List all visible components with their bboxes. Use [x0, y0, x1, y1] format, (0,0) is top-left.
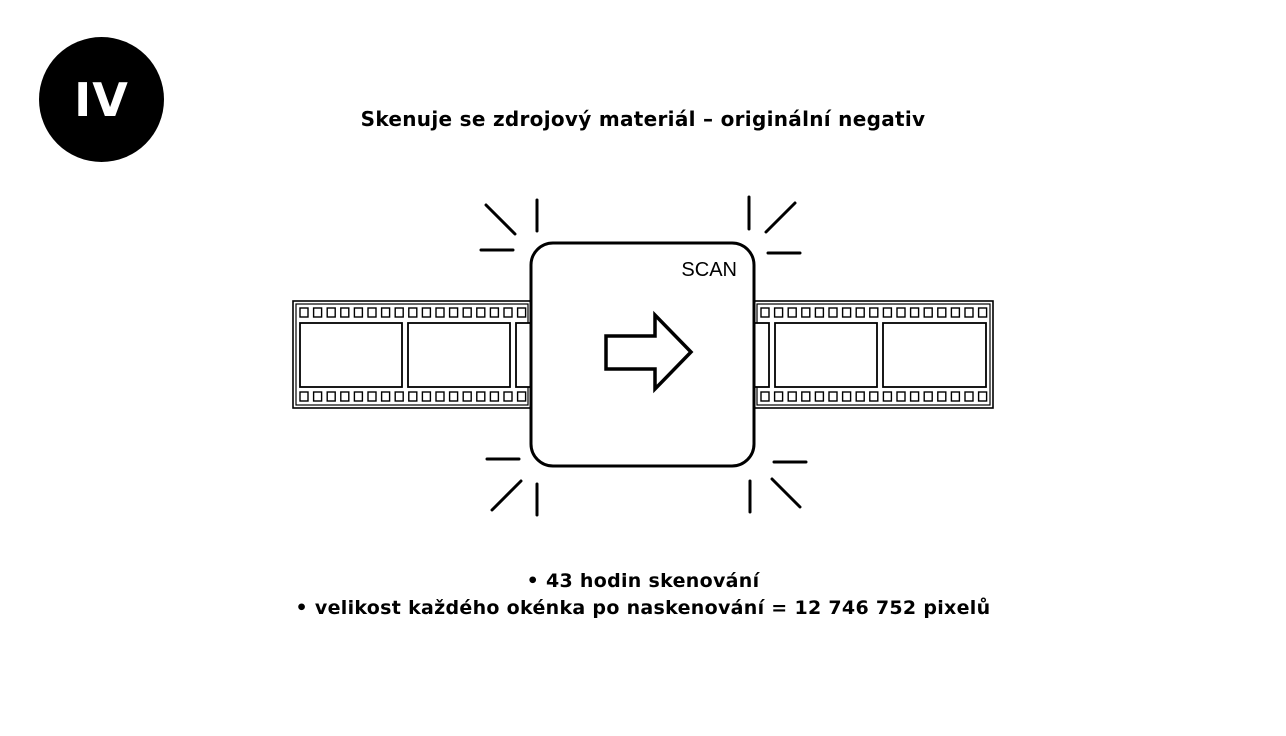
sprocket-hole	[408, 307, 418, 318]
sprocket-hole	[828, 307, 838, 318]
sprocket-hole	[312, 391, 323, 402]
sprocket-hole	[964, 391, 974, 402]
sprocket-hole	[923, 307, 933, 318]
sprocket-hole	[814, 391, 825, 402]
sprocket-hole	[896, 391, 906, 402]
sprocket-hole	[394, 307, 404, 318]
sprocket-hole	[937, 391, 947, 402]
sprocket-hole	[869, 307, 879, 318]
section-number: IV	[74, 72, 129, 127]
sprocket-hole	[855, 391, 865, 402]
sprocket-hole	[773, 307, 784, 318]
sprocket-hole	[909, 391, 920, 402]
burst-line	[484, 203, 517, 236]
sprocket-hole	[950, 391, 961, 402]
sprocket-hole	[923, 391, 933, 402]
sprocket-hole	[801, 307, 811, 318]
sprocket-hole	[503, 307, 513, 318]
sprocket-hole	[353, 307, 364, 318]
sprocket-hole	[367, 391, 377, 402]
sprocket-hole	[462, 307, 472, 318]
sprocket-hole	[787, 307, 797, 318]
burst-line	[764, 201, 797, 234]
film-frame	[774, 322, 878, 388]
sprocket-hole	[489, 307, 500, 318]
sprocket-hole	[841, 307, 852, 318]
sprocket-hole	[773, 391, 784, 402]
sprocket-hole	[760, 307, 770, 318]
sprocket-hole	[312, 307, 323, 318]
film-frame	[753, 322, 770, 388]
arrow-right-icon	[604, 310, 694, 394]
sprocket-hole	[299, 391, 309, 402]
sprocket-hole	[380, 391, 391, 402]
sprocket-hole	[977, 391, 988, 402]
sprocket-hole	[760, 391, 770, 402]
fact-scan-hours: • 43 hodin skenování	[526, 570, 760, 592]
sprocket-hole	[516, 307, 527, 318]
sprocket-hole	[340, 391, 350, 402]
sprocket-hole	[489, 391, 500, 402]
scan-burst-lines	[479, 195, 808, 517]
burst-line	[770, 477, 802, 509]
sprocket-hole	[435, 391, 445, 402]
sprocket-hole	[435, 307, 445, 318]
sprocket-hole	[367, 307, 377, 318]
sprocket-hole	[299, 307, 309, 318]
facts-list: • 43 hodin skenování • velikost každého …	[0, 568, 1286, 622]
sprocket-hole	[380, 307, 391, 318]
section-badge: IV	[39, 37, 164, 162]
sprocket-hole	[394, 391, 404, 402]
sprocket-hole	[909, 307, 920, 318]
sprocket-hole	[448, 307, 459, 318]
page-title: Skenuje se zdrojový materiál – origináln…	[360, 107, 926, 131]
sprocket-hole	[787, 391, 797, 402]
sprocket-hole	[421, 391, 432, 402]
sprocket-hole	[855, 307, 865, 318]
film-frame	[407, 322, 511, 388]
sprocket-hole	[937, 307, 947, 318]
sprocket-hole	[448, 391, 459, 402]
sprocket-hole	[882, 391, 893, 402]
sprocket-hole	[353, 391, 364, 402]
film-frame	[299, 322, 403, 388]
sprocket-hole	[476, 307, 486, 318]
sprocket-hole	[326, 307, 336, 318]
sprocket-hole	[814, 307, 825, 318]
sprocket-hole	[964, 307, 974, 318]
scanner-label: SCAN	[681, 259, 737, 281]
fact-frame-size: • velikost každého okénka po naskenování…	[295, 597, 991, 619]
sprocket-hole	[421, 307, 432, 318]
sprocket-hole	[326, 391, 336, 402]
sprocket-hole	[516, 391, 527, 402]
sprocket-hole	[828, 391, 838, 402]
film-frame	[515, 322, 532, 388]
sprocket-hole	[476, 391, 486, 402]
sprocket-hole	[950, 307, 961, 318]
film-strip-left	[292, 300, 532, 409]
sprocket-hole	[462, 391, 472, 402]
sprocket-hole	[841, 391, 852, 402]
sprocket-hole	[869, 391, 879, 402]
sprocket-hole	[408, 391, 418, 402]
film-frame	[882, 322, 987, 388]
sprocket-hole	[801, 391, 811, 402]
burst-line	[490, 479, 523, 512]
sprocket-hole	[340, 307, 350, 318]
film-strip-right	[753, 300, 994, 409]
sprocket-hole	[882, 307, 893, 318]
sprocket-hole	[503, 391, 513, 402]
sprocket-hole	[896, 307, 906, 318]
sprocket-hole	[977, 307, 988, 318]
scanner-box: SCAN	[529, 241, 756, 468]
